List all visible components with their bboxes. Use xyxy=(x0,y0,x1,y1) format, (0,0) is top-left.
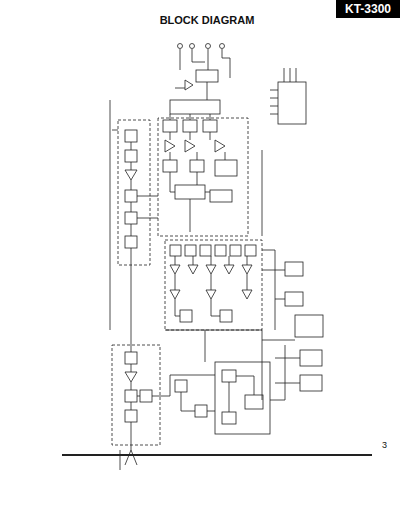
block xyxy=(200,245,211,256)
block xyxy=(125,190,137,202)
header-badge: KT-3300 xyxy=(336,0,400,18)
wire xyxy=(262,330,300,400)
block xyxy=(163,120,177,132)
block xyxy=(285,262,303,276)
wire xyxy=(110,100,118,330)
terminal xyxy=(190,44,195,49)
block xyxy=(163,160,177,172)
terminal xyxy=(206,44,211,49)
block xyxy=(185,245,196,256)
block xyxy=(215,160,237,176)
block xyxy=(180,310,192,322)
wire xyxy=(181,345,285,412)
block xyxy=(125,352,137,364)
block xyxy=(203,120,217,132)
wire xyxy=(175,256,247,316)
block xyxy=(125,236,137,248)
block xyxy=(196,70,218,82)
wire xyxy=(131,142,158,340)
block xyxy=(140,390,152,402)
page-number: 3 xyxy=(382,440,387,450)
diagram-title: BLOCK DIAGRAM xyxy=(160,14,255,26)
amplifier-symbol xyxy=(125,372,137,382)
block xyxy=(222,370,236,382)
block xyxy=(195,405,207,417)
amplifier-symbol xyxy=(165,140,225,152)
wire xyxy=(120,340,215,470)
block xyxy=(215,245,226,256)
block xyxy=(222,412,236,424)
wire xyxy=(165,330,262,362)
amplifier-symbol xyxy=(125,170,137,180)
block xyxy=(230,245,241,256)
section-outline xyxy=(118,120,150,265)
block xyxy=(300,375,322,391)
block xyxy=(170,100,220,114)
block xyxy=(175,185,205,199)
section-outline xyxy=(165,240,262,330)
block xyxy=(125,390,137,402)
block xyxy=(300,350,322,366)
block xyxy=(285,292,303,306)
block xyxy=(295,315,323,337)
wire xyxy=(180,49,230,78)
block xyxy=(245,245,256,256)
block xyxy=(125,410,137,422)
block xyxy=(125,150,137,162)
block xyxy=(125,212,137,224)
amplifier-symbol xyxy=(170,265,252,274)
page-rule xyxy=(62,454,372,456)
connector-symbol xyxy=(278,82,306,124)
block xyxy=(170,245,181,256)
terminal xyxy=(178,44,183,49)
amplifier-symbol xyxy=(175,80,193,90)
wire xyxy=(170,114,225,232)
pin xyxy=(270,68,296,114)
section-outline xyxy=(112,345,160,445)
terminal xyxy=(220,44,225,49)
amplifier-symbol xyxy=(170,290,252,299)
block xyxy=(215,362,270,434)
wire xyxy=(275,299,285,300)
block xyxy=(210,190,232,202)
wire xyxy=(262,150,263,236)
block xyxy=(125,130,137,142)
block xyxy=(220,310,232,322)
block xyxy=(190,160,204,172)
section-outline xyxy=(158,118,248,236)
model-number: KT-3300 xyxy=(345,2,391,16)
wire xyxy=(207,82,208,100)
block xyxy=(245,395,263,409)
block xyxy=(175,380,187,392)
wire xyxy=(262,250,285,330)
block xyxy=(183,120,197,132)
